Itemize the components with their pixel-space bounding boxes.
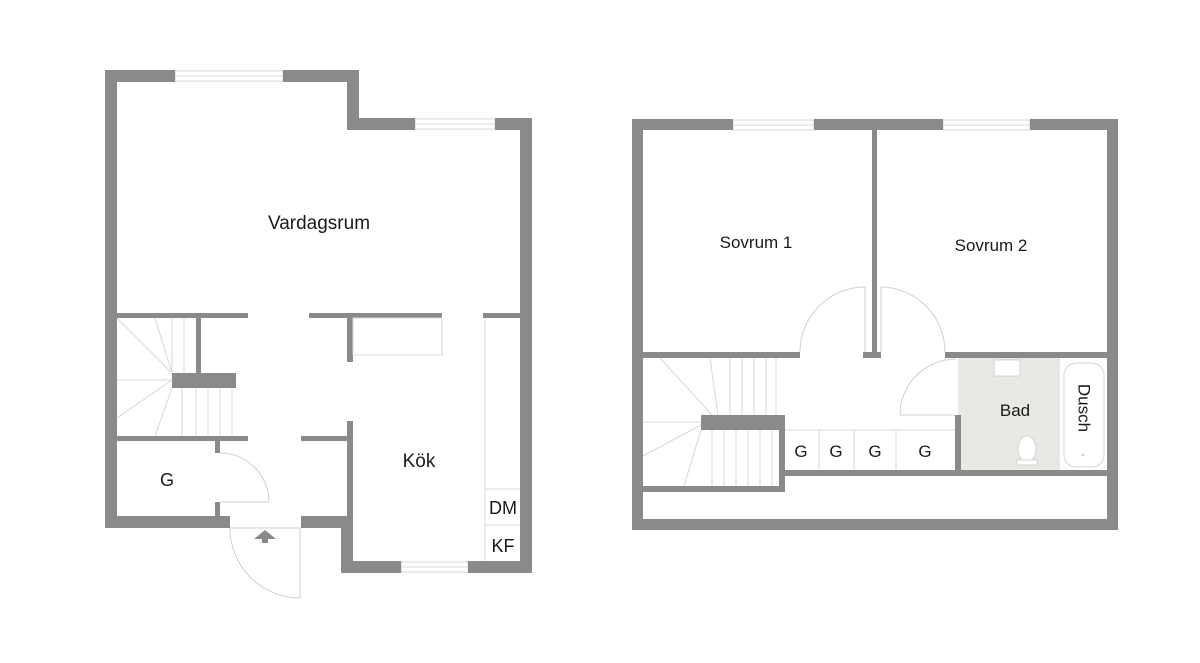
room-label-sovrum1: Sovrum 1 xyxy=(720,233,793,252)
room-label-sovrum2: Sovrum 2 xyxy=(955,236,1028,255)
room-label-kok: Kök xyxy=(403,451,436,472)
bathroom-door xyxy=(899,358,957,416)
wardrobe-label: G xyxy=(794,442,807,461)
wardrobe-label: G xyxy=(868,442,881,461)
upper-floor-plan: Sovrum 1 Sovrum 2 Bad Dusch G G G G xyxy=(632,119,1118,530)
kitchen-counter xyxy=(352,317,443,356)
toilet-icon xyxy=(1017,435,1037,463)
bedroom2-door xyxy=(880,286,946,353)
appliance-label-dm: DM xyxy=(489,498,517,518)
wardrobe-label: G xyxy=(829,442,842,461)
closet-door xyxy=(219,452,270,503)
room-label-bad: Bad xyxy=(1000,401,1030,420)
ground-stairs xyxy=(116,317,233,437)
ground-floor-plan: Vardagsrum Kök G DM KF xyxy=(105,70,532,599)
entrance-door xyxy=(229,527,301,599)
upper-stairs xyxy=(642,357,777,487)
appliance-label-kf: KF xyxy=(491,536,514,556)
room-label-dusch: Dusch xyxy=(1075,384,1094,432)
wardrobe-label: G xyxy=(918,442,931,461)
bathroom-floor xyxy=(958,358,1059,470)
sink-icon xyxy=(993,359,1021,377)
entrance-arrow-icon xyxy=(254,530,276,543)
shower-tub xyxy=(1063,362,1105,468)
bedroom1-door xyxy=(799,286,866,353)
room-label-g: G xyxy=(160,470,174,490)
room-label-vardagsrum: Vardagsrum xyxy=(268,213,370,234)
